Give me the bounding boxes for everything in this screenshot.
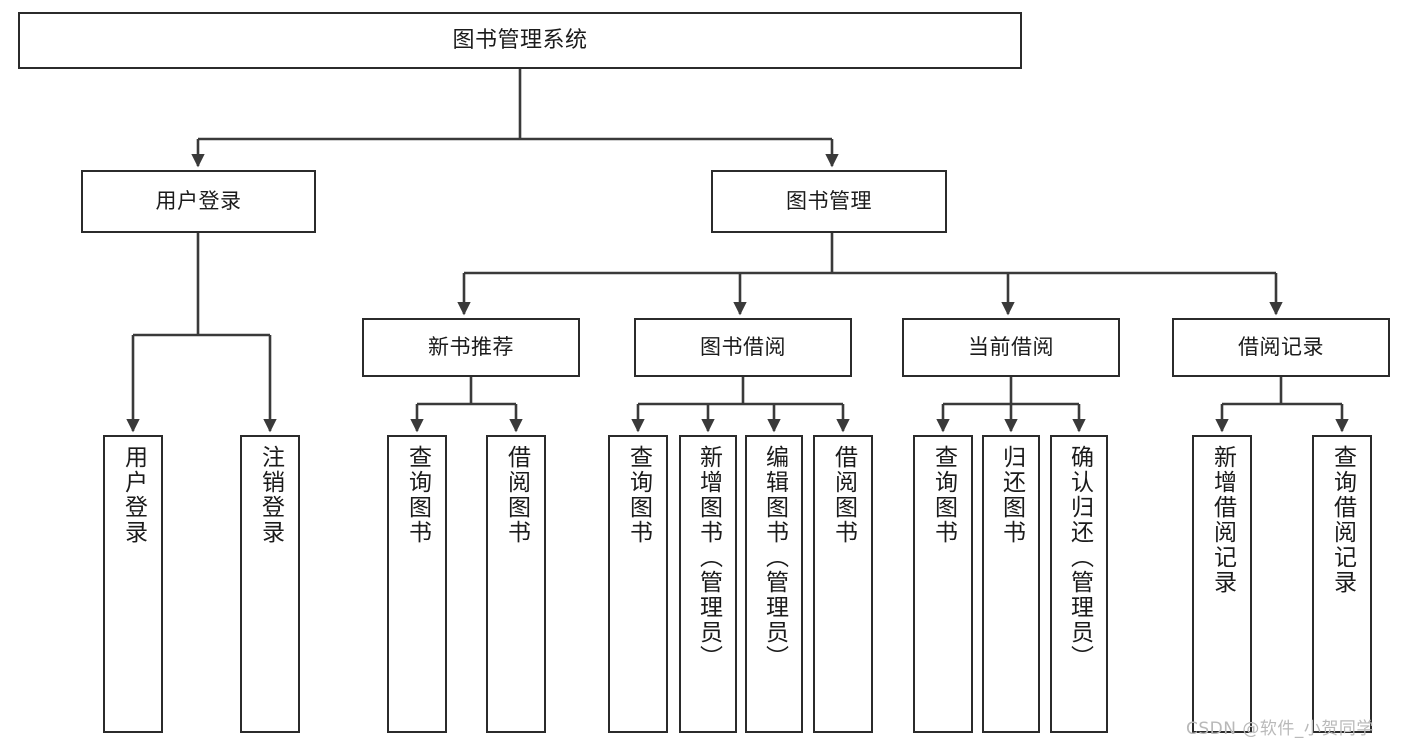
leaf-add-borrow-record[interactable]: 新增借阅记录 [1192,435,1252,733]
csdn-watermark: CSDN @软件_小贺同学 [1186,719,1374,739]
leaf-borrow-books-recommend[interactable]: 借阅图书 [486,435,546,733]
node-label: 借阅图书 [830,445,857,545]
node-label: 确认归还（管理员） [1066,445,1093,670]
node-label: 新增图书（管理员） [695,445,722,670]
node-label: 归还图书 [998,445,1025,545]
node-label: 新增借阅记录 [1209,445,1236,595]
leaf-confirm-return-admin[interactable]: 确认归还（管理员） [1050,435,1108,733]
node-label: 查询图书 [625,445,652,545]
node-root-system[interactable]: 图书管理系统 [18,12,1022,69]
leaf-user-login[interactable]: 用户登录 [103,435,163,733]
leaf-query-books-current[interactable]: 查询图书 [913,435,973,733]
node-book-management[interactable]: 图书管理 [711,170,947,233]
leaf-edit-book-admin[interactable]: 编辑图书（管理员） [745,435,803,733]
node-book-borrow[interactable]: 图书借阅 [634,318,852,377]
node-label: 借阅记录 [1238,335,1324,360]
node-label: 查询图书 [930,445,957,545]
node-label: 图书借阅 [700,335,786,360]
node-label: 查询借阅记录 [1329,445,1356,595]
node-label: 新书推荐 [428,335,514,360]
node-label: 图书管理 [786,189,872,214]
leaf-add-book-admin[interactable]: 新增图书（管理员） [679,435,737,733]
node-label: 编辑图书（管理员） [761,445,788,670]
node-label: 注销登录 [257,445,284,545]
node-label: 图书管理系统 [452,27,588,53]
node-label: 借阅图书 [503,445,530,545]
leaf-logout[interactable]: 注销登录 [240,435,300,733]
leaf-query-books-borrow[interactable]: 查询图书 [608,435,668,733]
leaf-borrow-books[interactable]: 借阅图书 [813,435,873,733]
node-borrow-records[interactable]: 借阅记录 [1172,318,1390,377]
node-label: 用户登录 [120,445,147,545]
leaf-query-borrow-record[interactable]: 查询借阅记录 [1312,435,1372,733]
node-label: 当前借阅 [968,335,1054,360]
leaf-query-books-recommend[interactable]: 查询图书 [387,435,447,733]
node-user-login[interactable]: 用户登录 [81,170,316,233]
node-new-book-recommend[interactable]: 新书推荐 [362,318,580,377]
node-current-borrow[interactable]: 当前借阅 [902,318,1120,377]
node-label: 查询图书 [404,445,431,545]
node-label: 用户登录 [155,189,242,214]
leaf-return-books[interactable]: 归还图书 [982,435,1040,733]
